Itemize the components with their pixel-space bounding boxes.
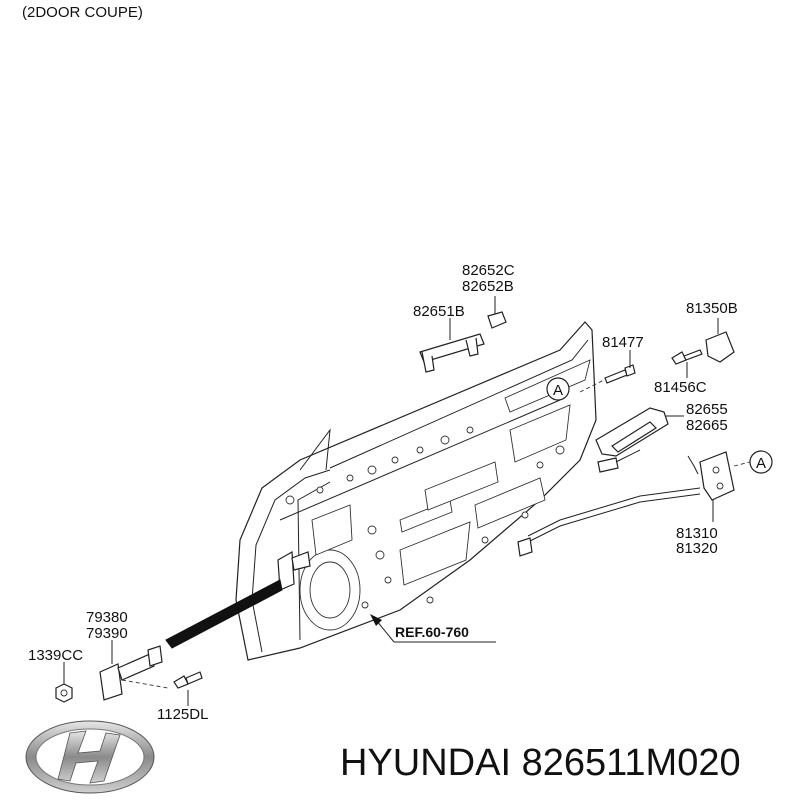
part-label-82655: 82655 (686, 401, 728, 418)
part-label-81310: 81310 (676, 525, 718, 542)
outside-handle (419, 333, 485, 373)
bolt-1125dl (173, 671, 203, 689)
callout-a-label-2: A (756, 455, 766, 472)
callout-a-label-1: A (553, 382, 563, 399)
part-label-82651b: 82651B (413, 303, 465, 320)
bolt-81477 (604, 364, 636, 384)
reference-label: REF.60-760 (395, 624, 469, 640)
leader-lines (63, 296, 751, 706)
bolt-81456c (671, 349, 703, 365)
part-label-82665: 82665 (686, 417, 728, 434)
part-label-82652c: 82652C (462, 262, 515, 279)
part-label-1125dl: 1125DL (157, 706, 208, 723)
part-label-79390: 79390 (86, 625, 128, 642)
door-panel (235, 321, 597, 661)
striker (705, 331, 735, 363)
door-latch (517, 451, 735, 557)
part-label-81320: 81320 (676, 540, 718, 557)
reference-arrow: REF.60-760 (370, 614, 496, 643)
variant-label: (2DOOR COUPE) (22, 4, 143, 21)
part-labels: 82652C 82652B 82651B 81477 81350B 81456C… (28, 262, 738, 723)
nut-1339cc (55, 683, 73, 703)
hyundai-logo-icon (25, 720, 155, 794)
part-label-81456c: 81456C (654, 379, 707, 396)
part-label-81477: 81477 (602, 334, 644, 351)
inside-handle (595, 407, 669, 473)
detail-callout-a-latch: A (749, 450, 773, 474)
brand-part-number: HYUNDAI 826511M020 (340, 742, 741, 784)
door-check (99, 551, 311, 701)
part-label-81350b: 81350B (686, 300, 738, 317)
part-label-1339cc: 1339CC (28, 647, 83, 664)
handle-cover (487, 311, 507, 329)
detail-callout-a-door: A (546, 377, 570, 401)
part-label-79380: 79380 (86, 609, 128, 626)
part-label-82652b: 82652B (462, 278, 514, 295)
